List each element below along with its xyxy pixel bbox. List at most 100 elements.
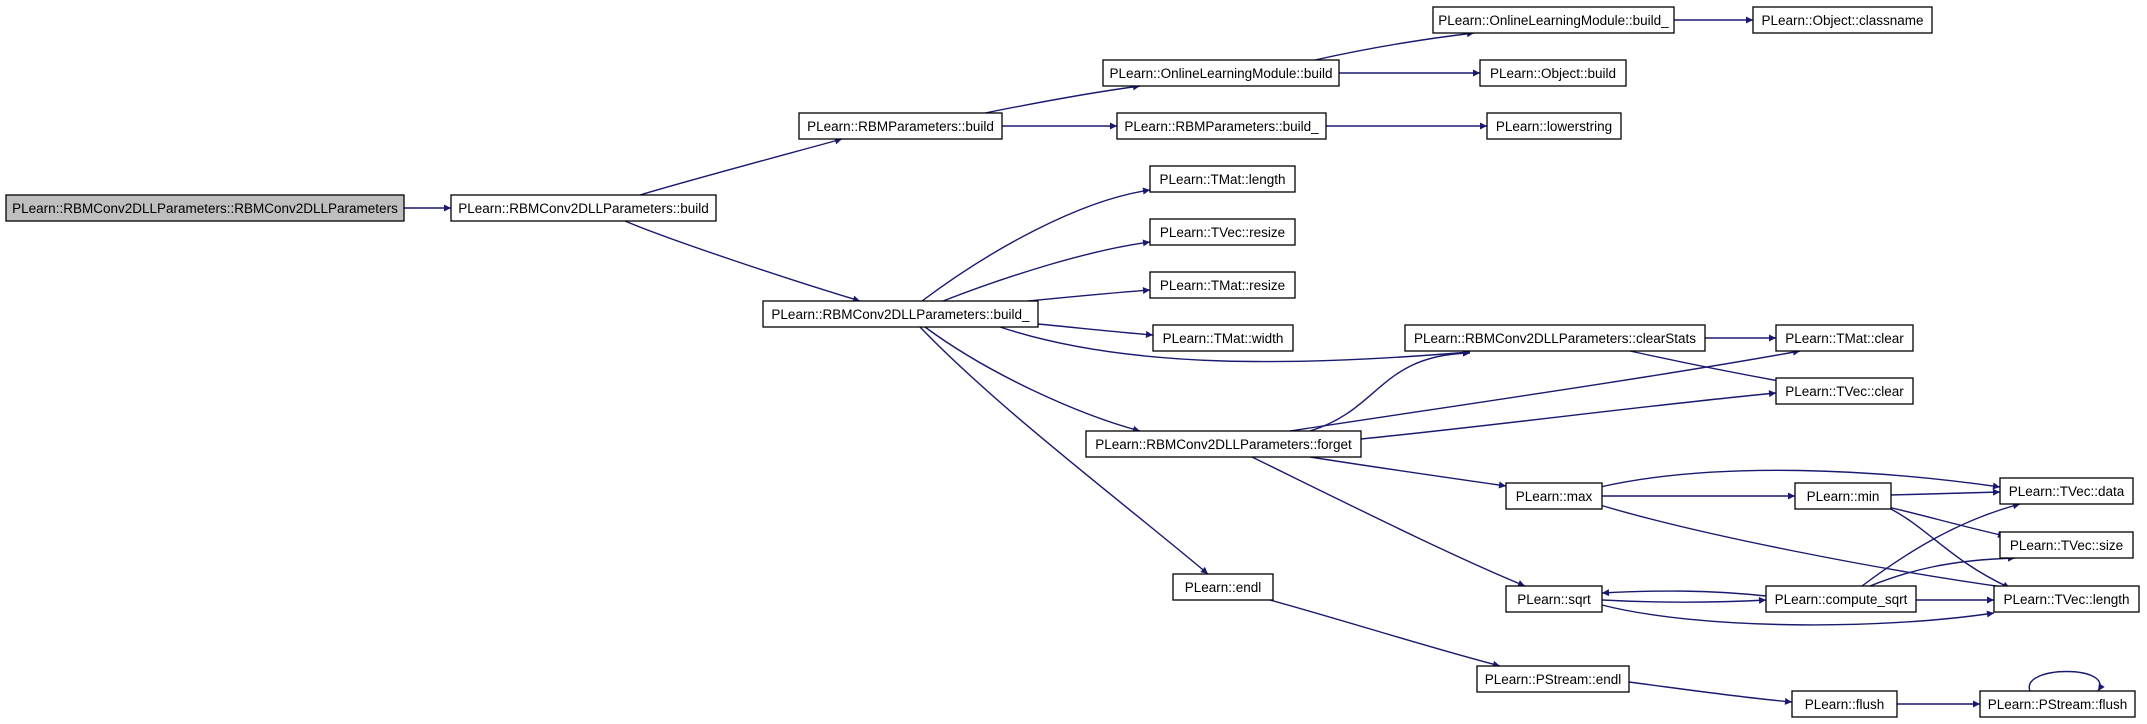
node-label: PLearn::TVec::size <box>2010 538 2123 553</box>
node-box <box>1999 477 2134 505</box>
node-box <box>450 194 717 222</box>
node-box <box>1993 585 2140 613</box>
node-label: PLearn::endl <box>1185 580 1262 595</box>
node-label: PLearn::RBMConv2DLLParameters::build <box>458 201 709 216</box>
node-box <box>1432 6 1675 34</box>
edge-pstream_flush-to-pstream_flush <box>2028 670 2105 692</box>
node-tmat_width[interactable]: PLearn::TMat::width <box>1152 324 1294 352</box>
node-flush[interactable]: PLearn::flush <box>1791 690 1898 718</box>
node-forget[interactable]: PLearn::RBMConv2DLLParameters::forget <box>1085 430 1362 458</box>
node-tvec_size[interactable]: PLearn::TVec::size <box>1999 531 2134 559</box>
edge-conv_build-to-rbm_build <box>639 137 843 196</box>
node-label: PLearn::compute_sqrt <box>1775 592 1908 607</box>
node-label: PLearn::TVec::length <box>2003 592 2129 607</box>
node-tvec_clear[interactable]: PLearn::TVec::clear <box>1775 377 1914 405</box>
node-tmat_resize[interactable]: PLearn::TMat::resize <box>1149 271 1296 299</box>
node-box <box>1085 430 1362 458</box>
node-min[interactable]: PLearn::min <box>1794 482 1892 510</box>
node-box <box>1505 585 1603 613</box>
node-box <box>1476 665 1630 693</box>
node-box <box>1404 324 1706 352</box>
node-tmat_length[interactable]: PLearn::TMat::length <box>1149 165 1296 193</box>
edge-conv_build_-to-endl <box>919 326 1209 575</box>
edge-conv_build_-to-tvec_resize <box>942 239 1151 302</box>
edge-rbm_build-to-olm_build <box>984 83 1141 114</box>
edge-forget-to-tvec_clear <box>1360 390 1777 440</box>
node-label: PLearn::OnlineLearningModule::build_ <box>1438 13 1669 28</box>
edge-max-to-tvec_data <box>1599 469 2001 490</box>
node-label: PLearn::RBMParameters::build <box>807 119 994 134</box>
node-box <box>1172 573 1274 601</box>
node-box <box>5 194 405 222</box>
edge-sqrt-to-tvec_length <box>1601 604 1995 626</box>
edge-sqrt-to-compute_sqrt <box>1601 596 1767 604</box>
edge-conv_build_-to-clearstats <box>999 326 1471 363</box>
node-label: PLearn::RBMConv2DLLParameters::RBMConv2D… <box>12 201 398 216</box>
node-label: PLearn::PStream::flush <box>1988 697 2128 712</box>
node-box <box>1794 482 1892 510</box>
node-lowerstring[interactable]: PLearn::lowerstring <box>1486 112 1622 140</box>
node-label: PLearn::TMat::resize <box>1160 278 1285 293</box>
node-tvec_length[interactable]: PLearn::TVec::length <box>1993 585 2140 613</box>
node-pstream_flush[interactable]: PLearn::PStream::flush <box>1979 690 2136 718</box>
node-label: PLearn::min <box>1807 489 1880 504</box>
edge-forget-to-sqrt <box>1251 456 1526 587</box>
edge-endl-to-pstream_endl <box>1269 599 1501 668</box>
node-olm_build_[interactable]: PLearn::OnlineLearningModule::build_ <box>1432 6 1675 34</box>
node-conv_build[interactable]: PLearn::RBMConv2DLLParameters::build <box>450 194 717 222</box>
edge-pstream_endl-to-flush <box>1628 681 1793 705</box>
node-rbm_build_[interactable]: PLearn::RBMParameters::build_ <box>1116 112 1327 140</box>
edge-forget-to-max <box>1309 456 1507 489</box>
node-pstream_endl[interactable]: PLearn::PStream::endl <box>1476 665 1630 693</box>
node-rbm_build[interactable]: PLearn::RBMParameters::build <box>798 112 1003 140</box>
edge-compute_sqrt-to-tvec_data <box>1861 502 2021 587</box>
edge-conv_build_-to-forget <box>924 326 1141 433</box>
edge-max-to-tvec_length <box>1599 504 2011 591</box>
node-label: PLearn::max <box>1516 489 1593 504</box>
node-max[interactable]: PLearn::max <box>1505 482 1603 510</box>
node-label: PLearn::TVec::resize <box>1160 225 1285 240</box>
edge-min-to-tvec_data <box>1890 488 2001 496</box>
node-label: PLearn::TMat::width <box>1163 331 1284 346</box>
edge-forget-to-clearstats <box>1309 349 1471 432</box>
node-label: PLearn::TMat::length <box>1159 172 1285 187</box>
edge-conv_build_-to-tmat_length <box>921 187 1151 302</box>
node-olm_build[interactable]: PLearn::OnlineLearningModule::build <box>1102 59 1340 87</box>
node-box <box>1775 324 1914 352</box>
node-obj_build[interactable]: PLearn::Object::build <box>1479 59 1627 87</box>
edge-compute_sqrt-to-tvec_size <box>1869 554 2016 587</box>
node-box <box>1149 271 1296 299</box>
node-box <box>1979 690 2136 718</box>
node-label: PLearn::RBMConv2DLLParameters::forget <box>1095 437 1352 452</box>
edge-clearstats-to-tvec_clear <box>1629 350 1791 386</box>
node-box <box>798 112 1003 140</box>
node-label: PLearn::Object::classname <box>1761 13 1923 28</box>
node-layer: PLearn::RBMConv2DLLParameters::RBMConv2D… <box>5 6 2140 718</box>
node-tvec_resize[interactable]: PLearn::TVec::resize <box>1149 218 1296 246</box>
node-box <box>1999 531 2134 559</box>
edge-layer <box>403 16 2105 708</box>
node-label: PLearn::TVec::clear <box>1785 384 1904 399</box>
edge-min-to-tvec_size <box>1887 506 2006 538</box>
node-label: PLearn::OnlineLearningModule::build <box>1110 66 1333 81</box>
node-box <box>1152 324 1294 352</box>
node-sqrt[interactable]: PLearn::sqrt <box>1505 585 1603 613</box>
node-label: PLearn::Object::build <box>1490 66 1616 81</box>
node-obj_classname[interactable]: PLearn::Object::classname <box>1752 6 1933 34</box>
node-label: PLearn::RBMConv2DLLParameters::build_ <box>771 307 1030 322</box>
node-label: PLearn::RBMConv2DLLParameters::clearStat… <box>1414 331 1696 346</box>
node-conv_build_[interactable]: PLearn::RBMConv2DLLParameters::build_ <box>762 300 1039 328</box>
node-tvec_data[interactable]: PLearn::TVec::data <box>1999 477 2134 505</box>
node-tmat_clear[interactable]: PLearn::TMat::clear <box>1775 324 1914 352</box>
node-box <box>1116 112 1327 140</box>
node-box <box>762 300 1039 328</box>
edge-olm_build-to-olm_build_ <box>1314 30 1475 61</box>
node-endl[interactable]: PLearn::endl <box>1172 573 1274 601</box>
node-label: PLearn::TMat::clear <box>1785 331 1904 346</box>
node-label: PLearn::flush <box>1805 697 1885 712</box>
node-compute_sqrt[interactable]: PLearn::compute_sqrt <box>1765 585 1917 613</box>
node-box <box>1765 585 1917 613</box>
node-clearstats[interactable]: PLearn::RBMConv2DLLParameters::clearStat… <box>1404 324 1706 352</box>
node-label: PLearn::lowerstring <box>1496 119 1612 134</box>
node-root[interactable]: PLearn::RBMConv2DLLParameters::RBMConv2D… <box>5 194 405 222</box>
